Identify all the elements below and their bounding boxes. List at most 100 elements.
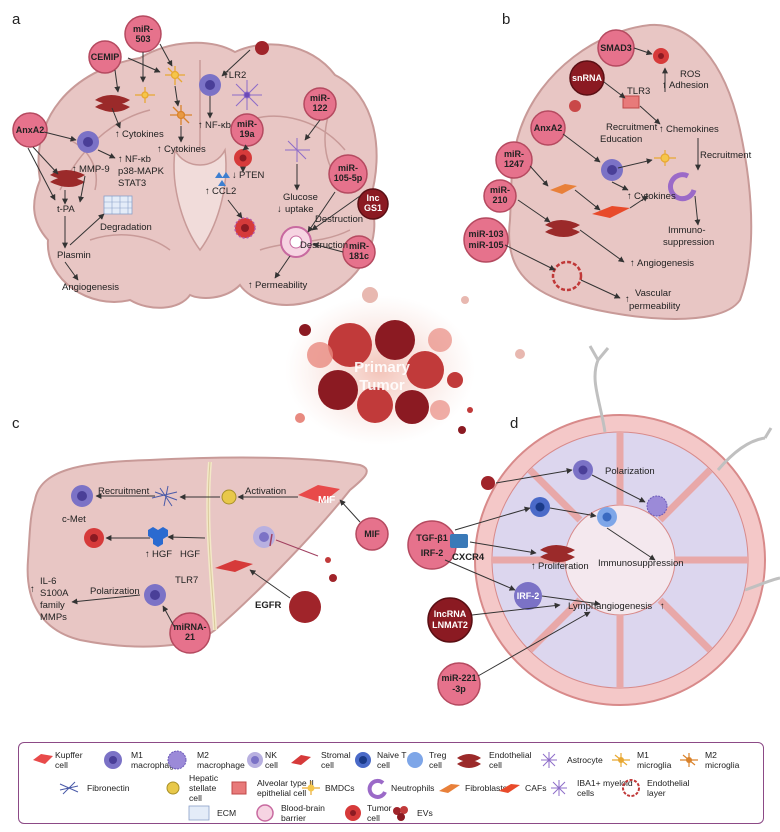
m1-macrophage-c1 [71,485,93,507]
svg-text:-3p: -3p [452,684,466,694]
panel-d-arrows [444,467,656,677]
arrow-cytokines-b-up: ↑ [627,191,632,202]
legend-label-m2-microglia: microglia [705,760,740,770]
label-degradation: Degradation [100,222,152,233]
kupffer-icon [33,754,53,764]
m2-macrophage-d [646,495,668,517]
svg-text:105-5p: 105-5p [334,173,363,183]
tumor-cell-a [234,149,252,167]
arrow-cytokines-up-2: ↑ [157,144,162,155]
svg-text:181c: 181c [349,251,369,261]
m2-microglia-icon [680,753,698,767]
lnc-gs1-bubble: lnc GS1 [357,188,389,220]
svg-text:SMAD3: SMAD3 [600,43,632,53]
arrow-proliferation-up: ↑ [531,561,536,572]
legend-svg: KupffercellM1macrophageM2macrophageNKcel… [33,750,740,823]
legend-label-endothelial: cell [489,760,502,770]
label-immuno-2: suppression [663,237,714,248]
legend-label-alveolar: Alveolar type II [257,778,314,788]
arrow-permeability-up: ↑ [248,280,253,291]
fibronectin-icon [59,781,79,795]
label-mmps: MMPs [40,612,67,623]
svg-text:miR-105: miR-105 [468,240,503,250]
arrow-hgf-up: ↑ [145,549,150,560]
label-recruitment-b2: Recruitment [700,150,752,161]
label-hgf-2: HGF [180,549,200,560]
bmdc-b [654,150,676,166]
anxa2-bubble-a: AnxA2 [12,112,48,148]
legend-label-hepatic-stellate: stellate [189,783,216,793]
svg-text:MIF: MIF [364,529,380,539]
label-polarization-d: Polarization [605,466,655,477]
alveolar-cell-b [622,95,640,109]
label-activation: Activation [245,486,286,497]
legend-label-iba1: IBA1+ myeloid [577,778,633,788]
label-cytokines-2: Cytokines [164,144,206,155]
label-family: family [40,600,65,611]
label-glucose-1: Glucose [283,192,318,203]
svg-text:LNMAT2: LNMAT2 [432,620,468,630]
primary-tumor: Primary Tumor [285,287,525,445]
legend-label-evs: EVs [417,808,433,818]
svg-text:miR-: miR- [338,163,358,173]
label-mif-liver: MIF [318,495,335,506]
legend-label-tumor-cell: cell [367,813,380,823]
arrow-adhesion-up: ↑ [662,80,667,91]
mir-181c-bubble: miR- 181c [342,235,376,269]
hgf-shape [148,527,168,547]
treg-icon [407,752,423,768]
svg-text:miR-103: miR-103 [468,229,503,239]
naive-t-icon [355,752,371,768]
cemip-bubble: CEMIP [88,40,122,74]
alveolar-icon [231,781,247,795]
label-cmet: c-Met [62,514,86,525]
arrow-il6-up: ↑ [30,584,35,595]
label-immuno-1: Immuno- [668,225,705,236]
legend-label-kupffer: cell [55,760,68,770]
label-s100a: S100A [40,588,69,599]
mir-1247-bubble: miR- 1247 [495,141,533,179]
evs-icon [393,806,408,821]
m1-macrophage-b [601,159,623,181]
nk-icon [247,752,263,768]
svg-text:miR-: miR- [490,185,510,195]
label-egfr: EGFR [255,600,282,611]
label-tpa: t-PA [57,204,75,215]
m1-macrophage-a1 [199,74,221,96]
legend-label-alveolar: epithelial cell [257,788,306,798]
label-hgf-1: HGF [152,549,172,560]
legend-label-neutrophils: Neutrophils [391,783,434,793]
smad3-bubble: SMAD3 [597,29,635,67]
legend-label-tumor-cell: Tumor [367,803,392,813]
legend-label-nk: cell [265,760,278,770]
arrow-lymphangiogenesis-up: ↑ [660,601,665,612]
mir-122-bubble: miR- 122 [303,87,337,121]
m1-macrophage-d [573,460,593,480]
label-irf2-d: IRF-2 [517,591,540,601]
legend-label-naive-t: cell [377,760,390,770]
label-permeability: Permeability [255,280,308,291]
label-cytokines-1: Cytokines [122,129,164,140]
arrow-nfkb-up-2: ↑ [118,154,123,165]
panel-letter-a: a [12,11,21,28]
label-vascular-1: Vascular [635,288,671,299]
svg-text:1247: 1247 [504,159,524,169]
svg-text:miR-: miR- [310,93,330,103]
label-destruction-2: Destruction [300,240,348,251]
inhibit-line-c [275,539,319,557]
label-il6: IL-6 [40,576,56,587]
mir-503-bubble: miR- 503 [124,15,162,53]
panel-letter-b: b [502,11,510,28]
tumor-label-line2: Tumor [359,377,405,394]
endothelial-cell-a2 [50,170,85,187]
iba1-cell-a [285,138,310,162]
m1-microglia-a [165,66,185,85]
legend-label-endothelial-layer: Endothelial [647,778,690,788]
legend-label-m1-macrophage: M1 [131,750,143,760]
label-adhesion: Adhesion [669,80,709,91]
endothelial-layer-icon [622,779,640,797]
legend-label-naive-t: Naive T [377,750,407,760]
arrow-cytokines-up-1: ↑ [115,129,120,140]
bmdcs-icon [302,781,320,795]
svg-text:snRNA: snRNA [572,73,603,83]
